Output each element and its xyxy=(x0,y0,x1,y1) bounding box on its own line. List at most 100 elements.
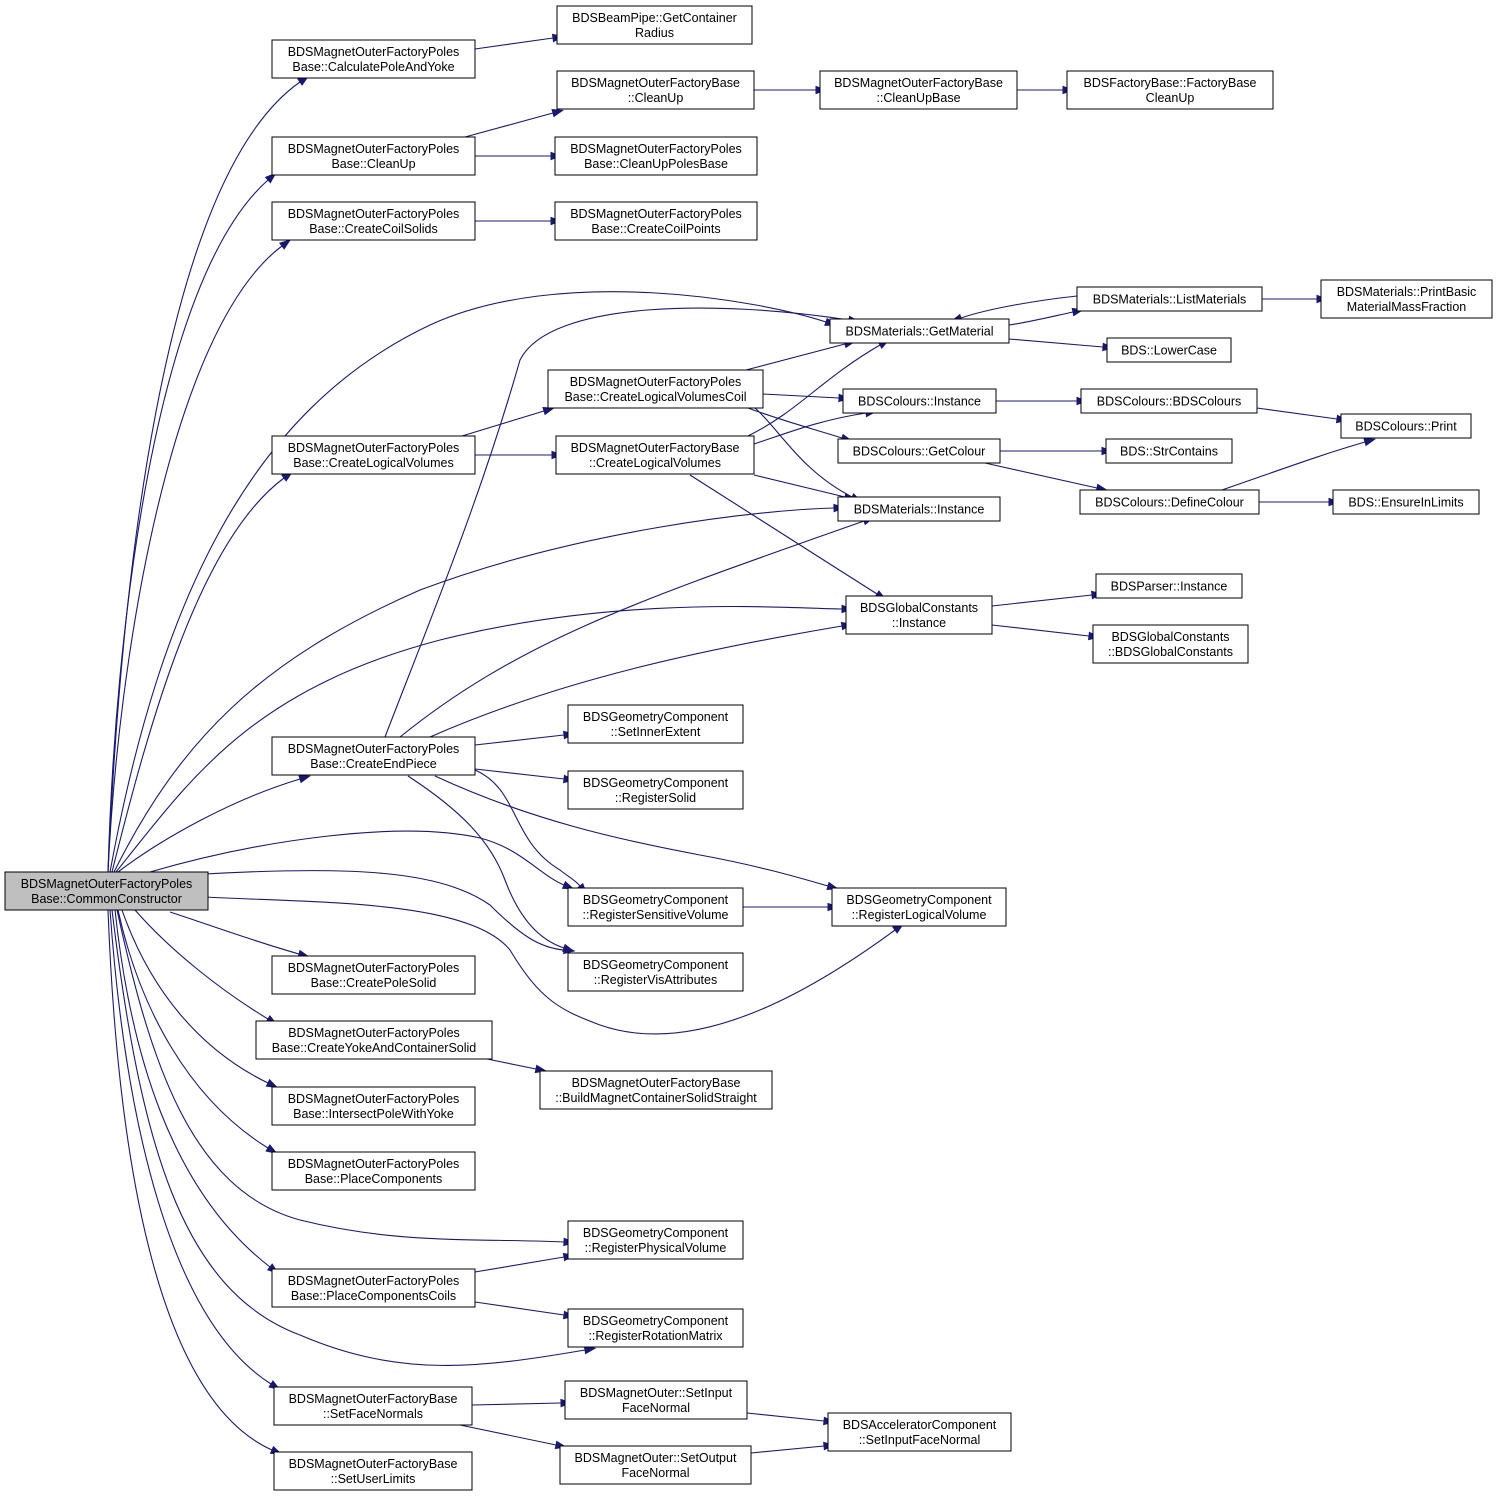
node-regRot[interactable]: BDSGeometryComponent::RegisterRotationMa… xyxy=(567,1308,744,1348)
node-label-line: ::SetInputFaceNormal xyxy=(859,1433,981,1447)
node-parserInst[interactable]: BDSParser::Instance xyxy=(1095,573,1243,599)
node-userLimits[interactable]: BDSMagnetOuterFactoryBase::SetUserLimits xyxy=(273,1451,473,1491)
node-listMat[interactable]: BDSMaterials::ListMaterials xyxy=(1076,286,1263,312)
node-bCleanUpBase[interactable]: BDSMagnetOuterFactoryBase::CleanUpBase xyxy=(819,70,1018,110)
node-label-line: BDSMagnetOuterFactoryPoles xyxy=(288,45,460,59)
node-colInst[interactable]: BDSColours::Instance xyxy=(842,388,997,414)
node-buildCont[interactable]: BDSMagnetOuterFactoryBase::BuildMagnetCo… xyxy=(539,1070,773,1110)
node-label-line: BDSMaterials::ListMaterials xyxy=(1093,293,1247,307)
node-strContains[interactable]: BDS::StrContains xyxy=(1105,438,1233,464)
edge-gcInst-to-parserInst xyxy=(991,594,1093,607)
node-ensure[interactable]: BDS::EnsureInLimits xyxy=(1332,489,1480,515)
node-label-line: Base::CreateCoilPoints xyxy=(591,222,720,236)
node-getMat[interactable]: BDSMaterials::GetMaterial xyxy=(829,318,1010,344)
node-bCleanUp[interactable]: BDSMagnetOuterFactoryBase::CleanUp xyxy=(556,70,755,110)
edges-layer xyxy=(107,33,1377,1455)
node-getColour[interactable]: BDSColours::GetColour xyxy=(837,438,1001,464)
node-defColour[interactable]: BDSColours::DefineColour xyxy=(1079,489,1260,515)
node-label-line: BDSColours::Instance xyxy=(858,395,981,409)
node-yokeCont[interactable]: BDSMagnetOuterFactoryPolesBase::CreateYo… xyxy=(255,1020,493,1060)
node-label-line: BDSMagnetOuterFactoryPoles xyxy=(288,441,460,455)
arrowhead-pCleanUp-to-bCleanUp xyxy=(551,108,565,118)
node-box xyxy=(1332,489,1480,515)
node-placeComp[interactable]: BDSMagnetOuterFactoryPolesBase::PlaceCom… xyxy=(271,1151,476,1191)
node-regSens[interactable]: BDSGeometryComponent::RegisterSensitiveV… xyxy=(567,887,744,927)
node-box xyxy=(554,201,758,241)
node-label-line: Base::CleanUp xyxy=(331,157,415,171)
node-gcInst[interactable]: BDSGlobalConstants::Instance xyxy=(845,595,993,635)
node-label-line: BDSMagnetOuterFactoryPoles xyxy=(288,142,460,156)
node-label-line: BDSMagnetOuterFactoryPoles xyxy=(288,742,460,756)
node-label-line: BDSMagnetOuterFactoryPoles xyxy=(288,961,460,975)
node-coilSolids[interactable]: BDSMagnetOuterFactoryPolesBase::CreateCo… xyxy=(271,201,476,241)
node-calcPole[interactable]: BDSMagnetOuterFactoryPolesBase::Calculat… xyxy=(271,39,476,79)
node-label-line: BDSMagnetOuterFactoryPoles xyxy=(288,207,460,221)
node-label-line: ::BuildMagnetContainerSolidStraight xyxy=(555,1091,757,1105)
node-label-line: BDSMagnetOuterFactoryBase xyxy=(834,76,1003,90)
arrowhead-root-to-intersect xyxy=(265,1078,279,1089)
node-lowerCase[interactable]: BDS::LowerCase xyxy=(1106,337,1232,363)
node-label-line: BDSGeometryComponent xyxy=(846,893,992,907)
edge-root-to-pCleanUp xyxy=(107,179,269,873)
node-box xyxy=(827,1412,1012,1452)
node-label-line: Base::PlaceComponents xyxy=(305,1172,443,1186)
node-label-line: BDSFactoryBase::FactoryBase xyxy=(1084,76,1257,90)
node-bdsColours[interactable]: BDSColours::BDSColours xyxy=(1080,388,1258,414)
edge-root-to-regVis xyxy=(204,869,565,951)
node-gcCtor[interactable]: BDSGlobalConstants::BDSGlobalConstants xyxy=(1092,624,1249,664)
edge-root-to-placeCoils xyxy=(114,909,271,1268)
node-placeCoils[interactable]: BDSMagnetOuterFactoryPolesBase::PlaceCom… xyxy=(271,1268,476,1308)
node-box xyxy=(271,1268,476,1308)
node-box xyxy=(271,39,476,79)
node-regLog[interactable]: BDSGeometryComponent::RegisterLogicalVol… xyxy=(831,887,1007,927)
node-intersect[interactable]: BDSMagnetOuterFactoryPolesBase::Intersec… xyxy=(271,1086,476,1126)
node-label-line: BDSColours::Print xyxy=(1355,420,1457,434)
node-box xyxy=(271,736,476,776)
node-label-line: Radius xyxy=(635,26,674,40)
node-colPrint[interactable]: BDSColours::Print xyxy=(1340,413,1472,439)
node-label-line: ::Instance xyxy=(892,616,946,630)
node-root[interactable]: BDSMagnetOuterFactoryPolesBase::CommonCo… xyxy=(4,871,209,911)
node-label-line: BDSColours::BDSColours xyxy=(1097,395,1242,409)
node-faceNormals[interactable]: BDSMagnetOuterFactoryBase::SetFaceNormal… xyxy=(273,1386,473,1426)
node-accSetInput[interactable]: BDSAcceleratorComponent::SetInputFaceNor… xyxy=(827,1412,1012,1452)
edge-root-to-userLimits xyxy=(107,909,273,1451)
node-box xyxy=(271,955,476,995)
edge-root-to-matInst xyxy=(113,507,835,873)
node-matInst[interactable]: BDSMaterials::Instance xyxy=(837,496,1001,522)
edge-lvCoil-to-matInst xyxy=(754,407,853,498)
edge-lvCoil-to-getMat xyxy=(745,343,846,371)
node-bLV[interactable]: BDSMagnetOuterFactoryBase::CreateLogical… xyxy=(555,435,755,475)
node-label-line: BDS::StrContains xyxy=(1120,445,1218,459)
node-endPiece[interactable]: BDSMagnetOuterFactoryPolesBase::CreateEn… xyxy=(271,736,476,776)
node-box xyxy=(837,438,1001,464)
node-label-line: ::BDSGlobalConstants xyxy=(1108,645,1233,659)
node-setInner[interactable]: BDSGeometryComponent::SetInnerExtent xyxy=(567,704,744,744)
node-label-line: Base::CalculatePoleAndYoke xyxy=(292,60,454,74)
node-poleSolid[interactable]: BDSMagnetOuterFactoryPolesBase::CreatePo… xyxy=(271,955,476,995)
node-coilPoints[interactable]: BDSMagnetOuterFactoryPolesBase::CreateCo… xyxy=(554,201,758,241)
node-regSolid[interactable]: BDSGeometryComponent::RegisterSolid xyxy=(567,770,744,810)
edge-bLV-to-getMat xyxy=(747,344,881,437)
edge-root-to-endPiece xyxy=(117,778,301,873)
node-regPhys[interactable]: BDSGeometryComponent::RegisterPhysicalVo… xyxy=(567,1220,744,1260)
edge-root-to-placeComp xyxy=(117,909,269,1149)
node-label-line: BDSMagnetOuterFactoryBase xyxy=(571,441,740,455)
node-setInputFN[interactable]: BDSMagnetOuter::SetInputFaceNormal xyxy=(564,1380,748,1420)
node-box xyxy=(1079,489,1260,515)
node-lvCoil[interactable]: BDSMagnetOuterFactoryPolesBase::CreateLo… xyxy=(547,369,764,409)
node-label-line: Base::PlaceComponentsCoils xyxy=(291,1289,456,1303)
node-cleanPoles[interactable]: BDSMagnetOuterFactoryPolesBase::CleanUpP… xyxy=(554,136,758,176)
node-regVis[interactable]: BDSGeometryComponent::RegisterVisAttribu… xyxy=(567,952,744,992)
edge-lvCoil-to-getColour xyxy=(747,407,843,439)
node-box xyxy=(567,1220,744,1260)
edge-root-to-calcPole xyxy=(107,81,301,873)
edge-root-to-faceNormals xyxy=(109,909,272,1385)
node-pLV[interactable]: BDSMagnetOuterFactoryPolesBase::CreateLo… xyxy=(271,435,476,475)
node-label-line: BDSMaterials::GetMaterial xyxy=(846,325,994,339)
node-printBasic[interactable]: BDSMaterials::PrintBasicMaterialMassFrac… xyxy=(1320,279,1493,319)
